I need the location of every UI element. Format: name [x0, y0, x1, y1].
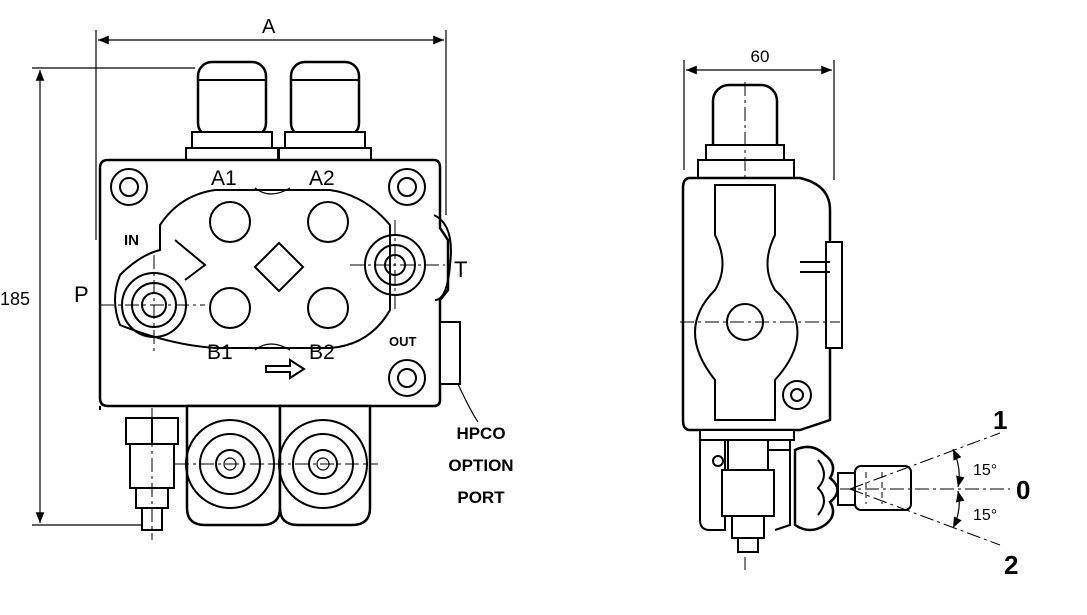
- in-label: IN: [124, 232, 139, 249]
- mounting-hole-br: [388, 359, 426, 397]
- hpco-label-line2: OPTION: [448, 456, 513, 475]
- port-holes: [209, 201, 349, 329]
- valve-body: [98, 158, 461, 410]
- mounting-hole-tr: [388, 168, 426, 206]
- port-b1-label: B1: [207, 341, 233, 364]
- inlet-port-p: [100, 255, 205, 355]
- lever-angles: [840, 432, 1010, 546]
- dim-a-label: A: [262, 16, 276, 38]
- out-label: OUT: [389, 334, 417, 349]
- angle-down-label: 15°: [973, 507, 997, 524]
- dimension-a: [95, 30, 447, 240]
- spool-cap-left: [175, 404, 285, 527]
- mounting-hole-tl: [110, 168, 148, 206]
- port-p-label: P: [74, 282, 89, 307]
- lever-boot: [793, 445, 912, 532]
- flow-arrow-icon: [265, 358, 306, 380]
- side-solenoid: [697, 82, 795, 570]
- port-a1-label: A1: [211, 167, 237, 190]
- side-body: [680, 176, 843, 432]
- position-0-label: 0: [1016, 475, 1030, 505]
- side-cartridge: [699, 429, 795, 553]
- side-view: [680, 60, 1010, 570]
- front-view: [32, 30, 479, 540]
- port-a2-label: A2: [309, 167, 335, 190]
- dimension-60: [683, 60, 835, 180]
- position-1-label: 1: [993, 405, 1007, 435]
- dimension-185: [32, 67, 195, 526]
- hpco-leader-line: [457, 383, 479, 423]
- spool-cap-right: [270, 404, 378, 527]
- dim-60-label: 60: [751, 47, 770, 66]
- outlet-port-t: [350, 220, 445, 310]
- port-b2-label: B2: [309, 341, 335, 364]
- relief-valve: [125, 408, 179, 540]
- position-2-label: 2: [1004, 550, 1018, 580]
- dim-185-label: 185: [0, 289, 30, 309]
- top-solenoid-right: [278, 60, 372, 161]
- hpco-label-line1: HPCO: [456, 424, 505, 443]
- angle-up-label: 15°: [973, 462, 997, 479]
- top-solenoid-left: [185, 60, 279, 161]
- hpco-label-line3: PORT: [457, 488, 505, 507]
- port-t-label: T: [454, 257, 467, 282]
